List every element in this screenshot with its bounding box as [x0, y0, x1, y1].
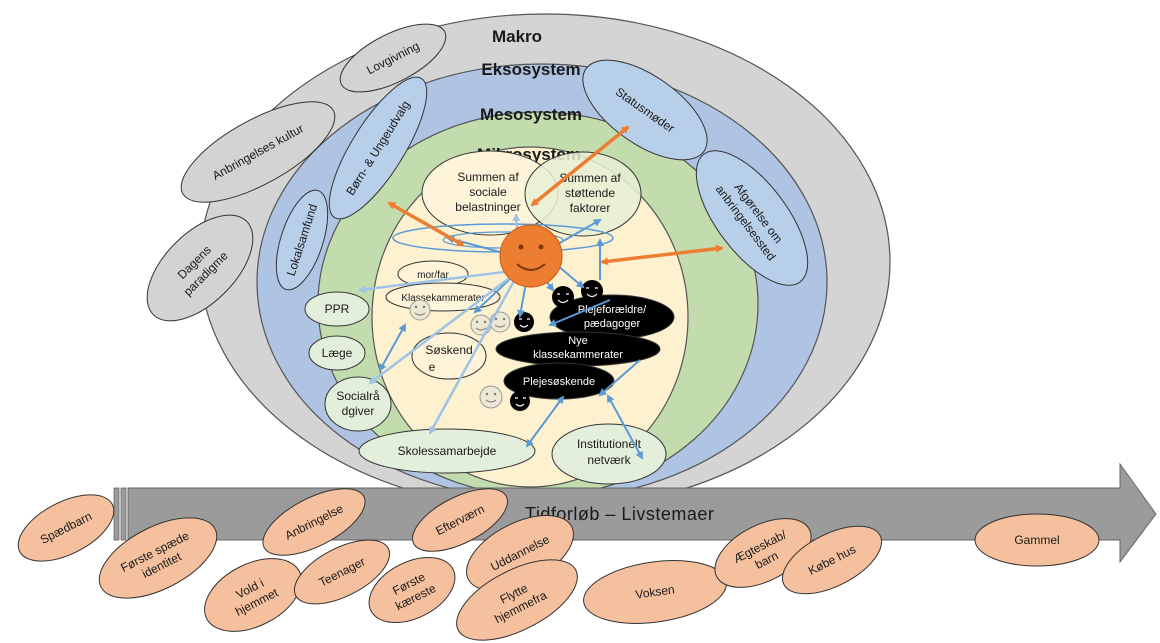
smiley-icon [489, 311, 511, 333]
life-theme-flytte: Flytte hjemmefra [456, 559, 578, 641]
oval-skolessamarbejde: Skolessamarbejde [358, 428, 536, 474]
mor-far-label: mor/far [417, 270, 449, 281]
makro-label: Makro [492, 27, 542, 46]
ppr-label: PPR [325, 302, 350, 316]
life-theme-voksen: Voksen [583, 560, 727, 624]
oval-soskende: Søskend e [411, 332, 487, 380]
institutionelt-line2: netværk [587, 453, 631, 467]
life-theme-forste-spaede: Første spæde identitet [98, 517, 218, 599]
belastninger-line2: sociale [469, 185, 507, 199]
oval-plejesoskende: Plejesøskende [503, 362, 615, 400]
timeline-label: Tidforløb – Livstemaer [525, 504, 714, 524]
black-smiley-icon [552, 286, 574, 308]
soskende-line2: e [429, 360, 436, 374]
black-smiley-icon [514, 312, 534, 332]
stottende-line2: støttende [565, 186, 615, 200]
klassekammerater-label: Klassekammerater [401, 293, 485, 304]
black-smiley-icon [510, 391, 530, 411]
stottende-line3: faktorer [570, 201, 611, 215]
plejeforaeldre-line2: pædagoger [584, 318, 641, 330]
oval-laege: Læge [308, 335, 366, 371]
life-theme-eftervaern: Efterværn [412, 488, 508, 552]
child-center-icon [499, 224, 563, 288]
soskende-line1: Søskend [425, 343, 472, 357]
life-theme-aegteskab: Ægteskab/ barn [714, 518, 812, 588]
belastninger-line3: belastninger [455, 200, 520, 214]
nye-line1: Nye [568, 335, 588, 347]
life-theme-kobe-hus: Købe hus [781, 525, 883, 595]
oval-socialraadgiver: Socialrå dgiver [324, 376, 392, 432]
socialraadgiver-line1: Socialrå [336, 389, 380, 403]
oval-lovgivning: Lovgivning [339, 23, 447, 93]
oval-institutionelt: Institutionelt netværk [551, 423, 667, 485]
socialraadgiver-line2: dgiver [342, 404, 375, 418]
meso-label: Mesosystem [480, 105, 582, 124]
oval-lokalsamfund: Lokalsamfund [275, 189, 329, 291]
smiley-icon [479, 385, 503, 409]
oval-afgorelse: Afgørelse om anbringelsessted [695, 150, 809, 286]
smiley-icon [470, 314, 492, 336]
life-theme-label: Gammel [1014, 533, 1059, 547]
plejesoskende-label: Plejesøskende [523, 376, 595, 388]
oval-statusmoder: Statusmøder [582, 59, 708, 161]
oval-dagens-paradigme: Dagens paradigme [146, 214, 254, 322]
life-theme-forste-kaereste: Første kæreste [368, 556, 456, 624]
orange-arrows [387, 125, 724, 266]
nye-line2: klassekammerater [533, 349, 623, 361]
laege-label: Læge [322, 346, 353, 360]
light-blue-arrows [358, 213, 522, 435]
black-smiley-icon [581, 280, 603, 302]
oval-ppr: PPR [304, 291, 370, 327]
ekso-label: Eksosystem [481, 60, 580, 79]
skolessamarbejde-label: Skolessamarbejde [398, 444, 497, 458]
life-theme-spaedbarn: Spædbarn [17, 494, 115, 562]
life-theme-vold: Vold i hjemmet [204, 558, 302, 632]
belastninger-line1: Summen af [457, 170, 519, 184]
life-theme-gammel: Gammel [974, 513, 1100, 567]
life-theme-teenager: Teenager [293, 539, 391, 605]
life-theme-anbringelse: Anbringelse [262, 488, 366, 556]
smiley-icon [409, 299, 431, 321]
life-theme-label: Voksen [635, 582, 676, 601]
oval-nye-klassekammerater: Nye klassekammerater [495, 331, 661, 367]
